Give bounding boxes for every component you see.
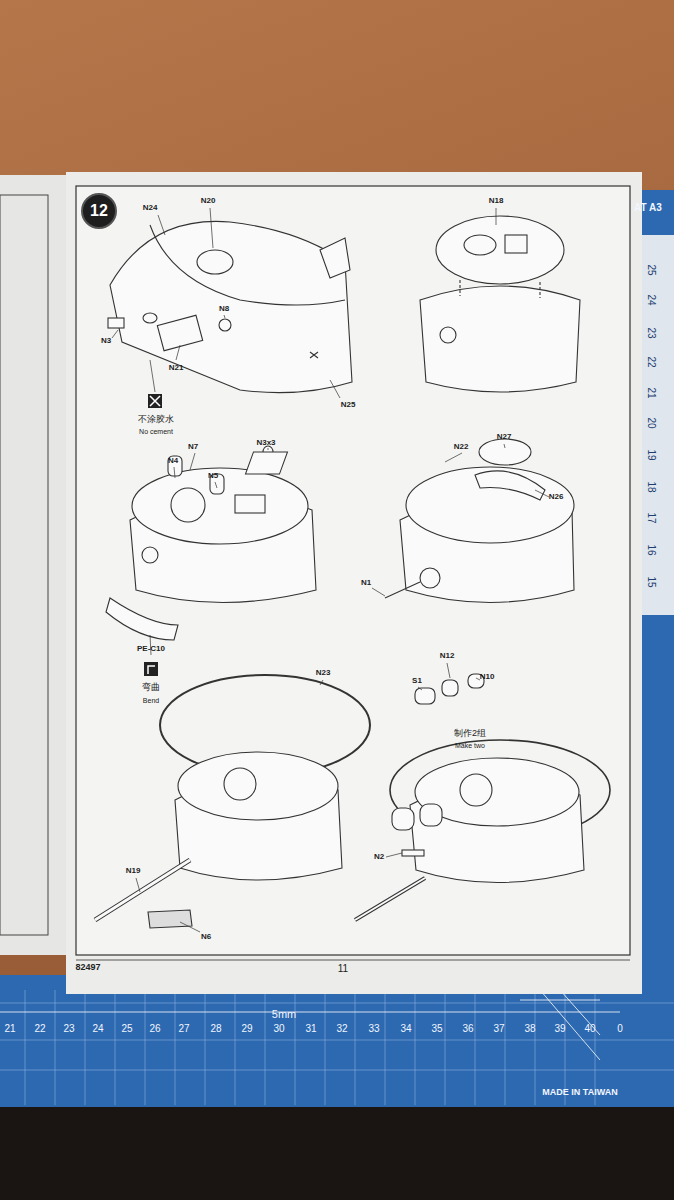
page [66,172,642,994]
part-label: N1 [361,579,371,588]
part-label: N19 [126,867,141,876]
part-label: N5 [208,472,218,481]
mat-marking: 34 [400,1023,411,1034]
mat-marking: 27 [178,1023,189,1034]
part-label: N12 [440,652,455,661]
part-label: N18 [489,197,504,206]
part-label: N3 [101,337,111,346]
bend-icon [144,662,158,676]
mat-marking: 17 [646,512,657,523]
part-label: N2 [374,853,384,862]
mat-marking: 15 [646,576,657,587]
footer-rule [76,960,630,961]
mat-marking: 23 [646,327,657,338]
part-label: N8 [219,305,229,314]
no-cement-icon [150,396,160,406]
mat-marking: 22 [34,1023,45,1034]
part-label: 不涂胶水 [138,415,174,425]
mat-marking: AT A3 [634,202,662,213]
part-label: N20 [201,197,216,206]
mat-marking: 26 [149,1023,160,1034]
mat-marking: 33 [368,1023,379,1034]
mat-ticks [0,990,620,1060]
mat-marking: 24 [92,1023,103,1034]
part-label: N21 [169,364,184,373]
leader-lines [112,208,549,932]
step-number: 12 [90,202,108,220]
mat-marking: 21 [646,387,657,398]
left-page [0,175,72,955]
mat-marking: 25 [646,264,657,275]
bend-icon [148,666,155,674]
part-label: N4 [168,457,178,466]
mat-marking: 24 [646,294,657,305]
mat-marking: 39 [554,1023,565,1034]
mat-marking: 32 [336,1023,347,1034]
part-label: N6 [201,933,211,942]
mat-marking: 19 [646,449,657,460]
mat-marking: 38 [524,1023,535,1034]
part-label: N27 [497,433,512,442]
mat-marking: 0 [617,1023,623,1034]
part-label: N25 [341,401,356,410]
part-label: N22 [454,443,469,452]
part-label: No cement [139,428,173,436]
mat-marking: 28 [210,1023,221,1034]
turret-drawings [95,216,610,928]
part-label: PE-C10 [137,645,165,654]
mat-marking: 21 [4,1023,15,1034]
mat-marking: 18 [646,481,657,492]
mat-marking: 16 [646,544,657,555]
cutting-mat [0,975,674,1107]
step-badge: 12 [81,193,117,229]
mat-marking: 5mm [272,1008,296,1020]
mat-marking: 37 [493,1023,504,1034]
part-label: N3x3 [256,439,275,448]
mat-marking: MADE IN TAIWAN [542,1088,617,1098]
part-label: N7 [188,443,198,452]
left-frame [0,195,48,935]
mat-marking: 23 [63,1023,74,1034]
mat-marking: 30 [273,1023,284,1034]
no-cement-icon [148,394,162,408]
mat-marking: 20 [646,417,657,428]
part-label: N24 [143,204,158,213]
part-label: 弯曲 [142,683,160,693]
mat-marking: 22 [646,356,657,367]
page-number: 82497 [75,963,100,973]
mat-marking: 29 [241,1023,252,1034]
part-label: Bend [143,697,159,705]
mat-marking: 35 [431,1023,442,1034]
part-label: N23 [316,669,331,678]
part-label: N26 [549,493,564,502]
part-label: Make two [455,742,485,750]
part-label: N10 [480,673,495,682]
shadow-area [0,1105,674,1200]
mat-marking: 40 [584,1023,595,1034]
mat-marking: 36 [462,1023,473,1034]
mat-marking: 31 [305,1023,316,1034]
mat-marking: 25 [121,1023,132,1034]
page-number: 11 [338,963,348,974]
part-label: S1 [412,677,422,686]
page-frame [76,186,630,955]
part-label: 制作2组 [454,729,486,739]
